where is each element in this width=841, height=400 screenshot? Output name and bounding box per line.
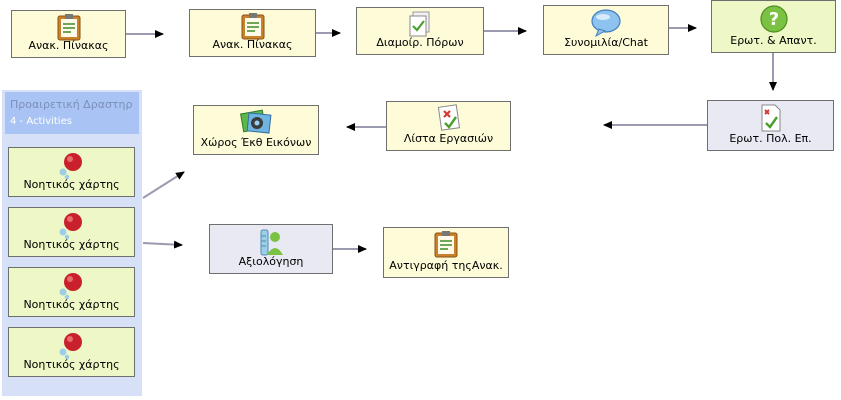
optional-group-count: 4 - Activities: [10, 116, 72, 127]
multiple-choice-icon: [761, 104, 780, 132]
activity-notice-board-1[interactable]: Ανακ. Πίνακας: [11, 10, 126, 58]
svg-text:?: ?: [768, 9, 778, 30]
image-gallery-icon: [240, 109, 272, 134]
activity-question-answer[interactable]: ? Ερωτ. & Απαντ.: [711, 0, 836, 53]
mindmap-icon: [59, 333, 82, 360]
activity-label: Ερωτ. & Απαντ.: [730, 34, 817, 47]
chat-bubble-icon: [591, 9, 621, 38]
task-list-icon: [437, 104, 460, 131]
activity-chat[interactable]: Συνομιλία/Chat: [543, 5, 669, 55]
activity-label: Αξιολόγηση: [238, 255, 304, 268]
mindmap-activity-1[interactable]: Νοητικός χάρτης: [8, 147, 135, 197]
activity-label: Διαμοίρ. Πόρων: [376, 36, 464, 49]
share-resources-icon: [409, 11, 430, 37]
activity-label: Συνομιλία/Chat: [564, 36, 648, 49]
activity-label: Ανακ. Πίνακας: [212, 38, 293, 51]
activity-label: Λίστα Εργασιών: [403, 132, 494, 145]
edge-group-a9: [142, 240, 183, 249]
activity-label: Χώρος Έκθ Εικόνων: [200, 136, 312, 149]
notice-board-icon: [241, 13, 264, 40]
mindmap-activity-3[interactable]: Νοητικός χάρτης: [8, 267, 135, 317]
mindmap-icon: [59, 213, 82, 240]
activity-label: Ανακ. Πίνακας: [28, 39, 109, 52]
activity-notice-board-2[interactable]: Ανακ. Πίνακας: [189, 9, 316, 57]
mindmap-label: Νοητικός χάρτης: [23, 178, 120, 191]
mindmap-label: Νοητικός χάρτης: [23, 298, 120, 311]
activity-task-list[interactable]: Λίστα Εργασιών: [386, 101, 511, 151]
activity-share-resources[interactable]: Διαμοίρ. Πόρων: [356, 7, 484, 55]
optional-group-header[interactable]: Προαιρετική Δραστηρ 4 - Activities: [5, 92, 139, 134]
edge-group-a8: [142, 171, 185, 199]
optional-group-title: Προαιρετική Δραστηρ: [10, 98, 133, 111]
activity-label: Αντιγραφή τηςΑνακ.: [389, 259, 503, 272]
mindmap-label: Νοητικός χάρτης: [23, 238, 120, 251]
notice-board-icon: [434, 231, 458, 258]
assessment-icon: [260, 229, 283, 256]
question-icon: ?: [759, 5, 788, 33]
activity-assessment[interactable]: Αξιολόγηση: [209, 224, 333, 274]
mindmap-label: Νοητικός χάρτης: [23, 358, 120, 371]
activity-multiple-choice[interactable]: Ερωτ. Πολ. Επ.: [707, 100, 834, 151]
notice-board-icon: [57, 14, 80, 41]
mindmap-icon: [59, 273, 82, 300]
mindmap-activity-4[interactable]: Νοητικός χάρτης: [8, 327, 135, 377]
activity-copy-notice-board[interactable]: Αντιγραφή τηςΑνακ.: [383, 227, 509, 278]
mindmap-icon: [59, 153, 82, 180]
activity-label: Ερωτ. Πολ. Επ.: [729, 132, 812, 145]
activity-image-gallery[interactable]: Χώρος Έκθ Εικόνων: [193, 105, 319, 155]
mindmap-activity-2[interactable]: Νοητικός χάρτης: [8, 207, 135, 257]
